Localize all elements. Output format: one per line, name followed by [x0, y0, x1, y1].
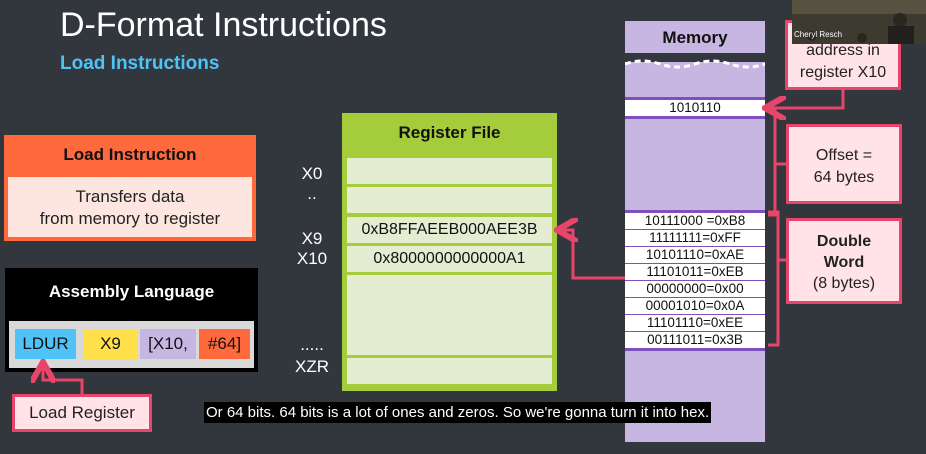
- register-cell: [347, 187, 552, 213]
- memory-divider: [625, 210, 765, 213]
- double-line1: Double: [816, 233, 872, 250]
- double-line2: Word: [823, 254, 865, 271]
- opcode-token: LDUR: [15, 329, 76, 359]
- memory-word-byte: 00001010=0x0A: [625, 298, 765, 314]
- memory-cell-base: 1010110: [625, 100, 765, 116]
- reg-label-xzr: XZR: [295, 357, 329, 376]
- load-register-callout: Load Register: [12, 394, 152, 432]
- assembly-instruction: LDUR X9 [X10, #64]: [9, 321, 254, 368]
- slide-subtitle: Load Instructions: [60, 53, 220, 74]
- memory-word-byte: 11101110=0xEE: [625, 315, 765, 331]
- webcam-name-label: Cheryl Resch: [794, 30, 843, 39]
- closed-caption: Or 64 bits. 64 bits is a lot of ones and…: [204, 402, 712, 423]
- address-line1: address in: [806, 42, 880, 59]
- webcam-thumbnail: Cheryl Resch: [792, 0, 926, 44]
- dest-register-token: X9: [84, 329, 137, 359]
- load-instruction-description: Transfers data from memory to register: [8, 177, 252, 237]
- offset-token: #64]: [199, 329, 250, 359]
- offset-line2: 64 bytes: [813, 169, 875, 186]
- slide-title: D-Format Instructions: [60, 6, 387, 44]
- memory-word-byte: 10111000 =0xB8: [625, 213, 765, 229]
- offset-line1: Offset =: [815, 147, 873, 164]
- assembly-heading: Assembly Language: [48, 282, 215, 301]
- reg-label-dots-upper: ..: [307, 184, 317, 203]
- address-line2: register X10: [799, 64, 887, 81]
- memory-word-byte: 00000000=0x00: [625, 281, 765, 297]
- load-description-line2: from memory to register: [39, 209, 221, 228]
- assembly-language-box: Assembly Language LDUR X9 [X10, #64]: [5, 268, 258, 372]
- reg-label-x10: X10: [296, 249, 328, 268]
- register-cell-x0: [347, 158, 552, 184]
- memory-word-byte: 00111011=0x3B: [625, 332, 765, 348]
- memory-heading: Memory: [625, 21, 765, 53]
- reg-label-dots-lower: .....: [300, 335, 324, 354]
- webcam-image: [792, 0, 926, 44]
- register-cell: [347, 275, 552, 355]
- load-register-label: Load Register: [29, 403, 135, 422]
- base-register-token: [X10,: [140, 329, 196, 359]
- reg-label-x0: X0: [301, 164, 323, 183]
- load-instruction-heading: Load Instruction: [63, 145, 197, 164]
- load-description-line1: Transfers data: [75, 187, 185, 206]
- memory-word-byte: 11111111=0xFF: [625, 230, 765, 246]
- register-cell-x9: 0xB8FFAEEB000AEE3B: [347, 217, 552, 243]
- memory-word-byte: 11101011=0xEB: [625, 264, 765, 280]
- memory-word-byte: 10101110=0xAE: [625, 247, 765, 263]
- reg-label-x9: X9: [301, 229, 323, 248]
- load-instruction-box: Load Instruction Transfers data from mem…: [4, 135, 256, 241]
- double-word-callout: Double Word (8 bytes): [786, 218, 902, 304]
- offset-callout: Offset = 64 bytes: [786, 124, 902, 204]
- register-file: Register File 0xB8FFAEEB000AEE3B 0x80000…: [342, 113, 557, 391]
- register-file-heading: Register File: [398, 123, 501, 142]
- double-line3: (8 bytes): [812, 275, 876, 292]
- register-cell-x10: 0x8000000000000A1: [347, 246, 552, 272]
- register-cell-xzr: [347, 358, 552, 384]
- memory-divider: [625, 348, 765, 351]
- memory-divider: [625, 116, 765, 119]
- memory-break-wave: [625, 59, 765, 69]
- memory-divider: [625, 97, 765, 100]
